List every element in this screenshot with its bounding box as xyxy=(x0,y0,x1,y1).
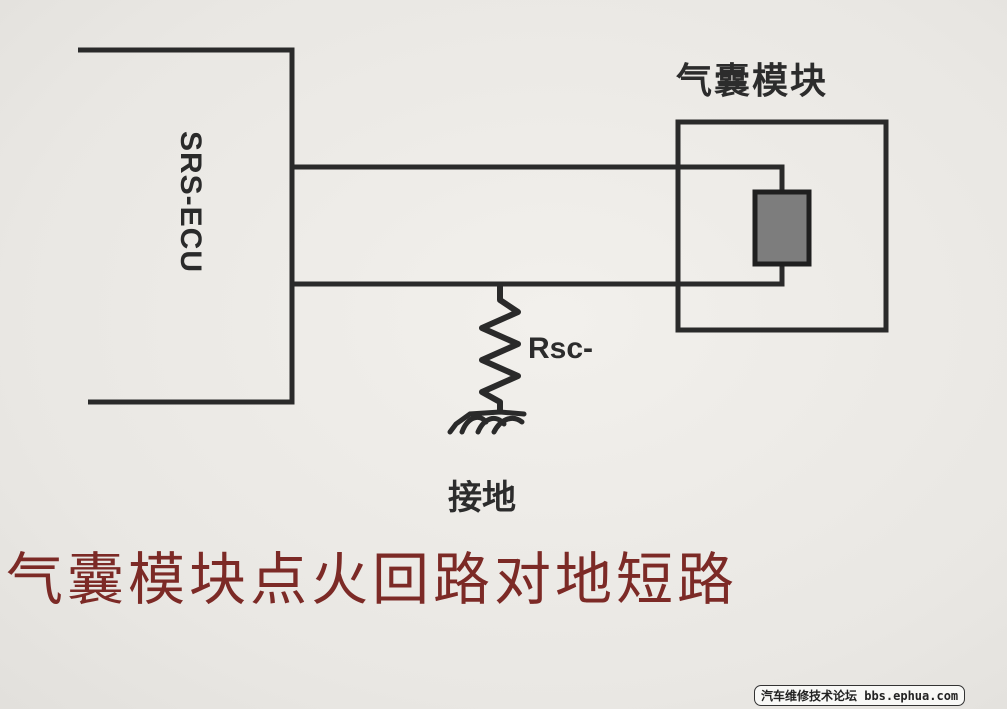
ecu-label: SRS-ECU xyxy=(174,130,207,273)
resistor-label: Rsc- xyxy=(528,332,594,365)
ground-label: 接地 xyxy=(448,478,516,518)
diagram-caption: 气囊模块点火回路对地短路 xyxy=(6,547,738,613)
short-resistor xyxy=(479,284,521,412)
ground-symbol xyxy=(447,409,527,435)
airbag-module-box xyxy=(675,119,889,333)
igniter-squib xyxy=(752,189,812,267)
upper-wire xyxy=(292,164,785,194)
forum-watermark: 汽车维修技术论坛 bbs.ephua.com xyxy=(754,685,966,706)
lower-wire xyxy=(292,262,785,287)
ecu-box xyxy=(78,47,295,405)
airbag-module-label: 气囊模块 xyxy=(676,61,829,102)
